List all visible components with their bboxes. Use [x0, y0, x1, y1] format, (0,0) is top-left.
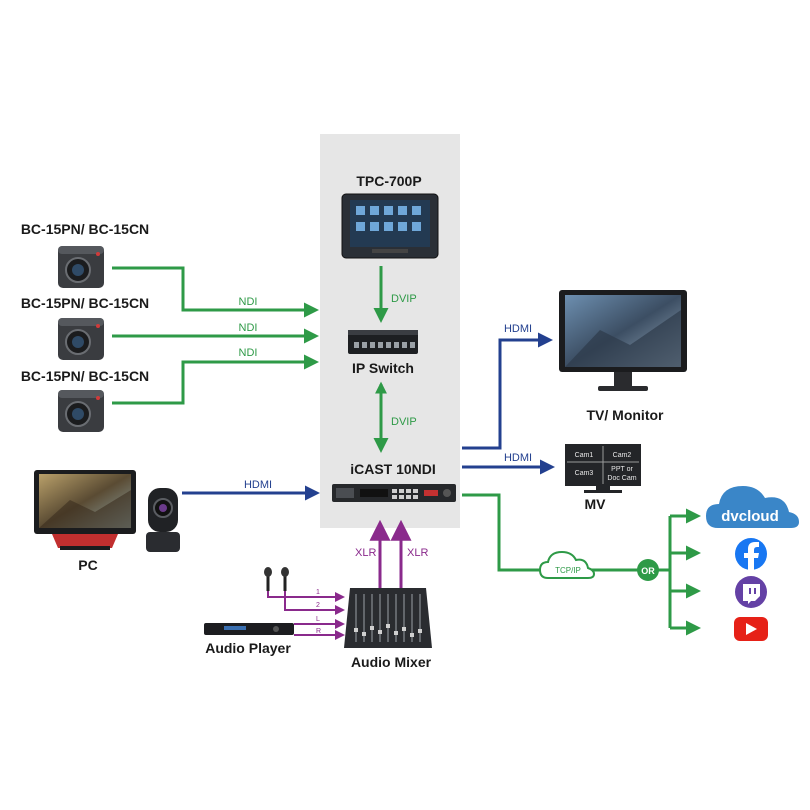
mv-cell-ppt-2: Doc Cam — [607, 475, 636, 482]
camera-1-label: BC-15PN/ BC-15CN — [21, 221, 149, 237]
ptz-camera-device — [146, 488, 180, 552]
microphone-icon — [264, 567, 289, 591]
mv-device — [565, 444, 641, 493]
or-circle — [637, 559, 659, 581]
ip-switch-device — [348, 330, 418, 354]
tcpip-cloud-icon — [538, 550, 596, 579]
mv-cell-ppt-1: PPT or — [611, 466, 633, 473]
or-label: OR — [641, 566, 655, 576]
xlr-label-1: XLR — [355, 547, 376, 559]
mic-line-2 — [284, 591, 345, 615]
link-labels: NDI NDI NDI DVIP DVIP HDMI HDMI HDMI XLR… — [239, 293, 533, 559]
icast-label: iCAST 10NDI — [350, 461, 436, 477]
dvip-label-top: DVIP — [391, 293, 417, 305]
mv-cell-cam3: Cam3 — [575, 470, 594, 477]
ip-switch-label: IP Switch — [352, 360, 414, 376]
audio-mixer-label: Audio Mixer — [351, 654, 432, 670]
youtube-icon — [734, 617, 768, 641]
tv-monitor-label: TV/ Monitor — [587, 407, 665, 423]
pc-label: PC — [78, 557, 97, 573]
tv-monitor-device — [559, 290, 687, 391]
tcpip-badge: TCP/IP — [538, 550, 596, 579]
mic-line-1 — [267, 591, 345, 602]
pc-device — [34, 470, 136, 550]
channel-label-l: L — [316, 616, 320, 623]
dvcloud-logo: dvcloud — [706, 486, 799, 528]
tpc-label: TPC-700P — [356, 173, 421, 189]
dvcloud-text: dvcloud — [721, 508, 779, 525]
xlr-label-2: XLR — [407, 547, 428, 559]
ndi-label-1: NDI — [239, 296, 258, 308]
ndi-line-3 — [112, 354, 319, 405]
ndi-links — [112, 266, 701, 636]
hdmi-label-mv: HDMI — [504, 452, 532, 464]
camera-3-device — [58, 390, 104, 432]
audio-player-label: Audio Player — [205, 640, 291, 656]
channel-label-r: R — [316, 628, 321, 635]
camera-3-label: BC-15PN/ BC-15CN — [21, 368, 149, 384]
dvip-label-bottom: DVIP — [391, 416, 417, 428]
mixer-input-links — [267, 591, 345, 640]
channel-labels: 1 2 L R — [316, 589, 321, 635]
hdmi-line-tv — [462, 332, 553, 450]
ndi-label-3: NDI — [239, 347, 258, 359]
channel-label-1: 1 — [316, 589, 320, 596]
ndi-label-2: NDI — [239, 322, 258, 334]
audio-mixer-device — [344, 588, 432, 648]
twitch-icon — [735, 576, 767, 608]
facebook-icon — [735, 538, 767, 570]
camera-1-device — [58, 246, 104, 288]
mv-cell-cam2: Cam2 — [613, 452, 632, 459]
hdmi-label-tv: HDMI — [504, 323, 532, 335]
mv-cells: Cam1 Cam2 Cam3 PPT or Doc Cam — [575, 452, 637, 482]
camera-2-label: BC-15PN/ BC-15CN — [21, 295, 149, 311]
ndi-line-1 — [112, 266, 319, 318]
or-badge: OR — [637, 559, 659, 581]
hdmi-links — [182, 332, 555, 501]
camera-2-device — [58, 318, 104, 360]
hdmi-label-pc: HDMI — [244, 479, 272, 491]
xlr-links — [369, 519, 412, 588]
tcpip-label: TCP/IP — [555, 566, 581, 575]
icast-device — [332, 484, 456, 502]
tpc-device — [341, 193, 439, 259]
channel-label-2: 2 — [316, 602, 320, 609]
audio-player-device — [204, 623, 294, 635]
mv-cell-cam1: Cam1 — [575, 452, 594, 459]
mv-label: MV — [585, 496, 607, 512]
